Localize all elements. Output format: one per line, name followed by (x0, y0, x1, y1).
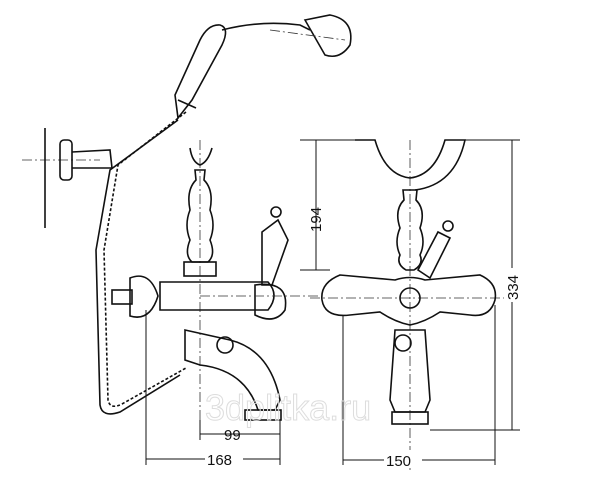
dimension-150: 150 (342, 305, 496, 470)
front-view: 194 334 150 (300, 139, 522, 470)
dimension-label-168: 168 (207, 452, 232, 469)
dimension-99: 99 (199, 420, 281, 465)
side-view: 99 168 (22, 14, 352, 469)
dimension-334: 334 (430, 139, 522, 431)
wall-bracket (22, 128, 113, 228)
dimension-label-334: 334 (505, 275, 522, 300)
watermark: 3dplitka.ru (205, 387, 371, 428)
hand-shower (174, 14, 352, 121)
dimension-label-150: 150 (386, 453, 411, 470)
dimension-label-99: 99 (224, 427, 241, 444)
dimension-194: 194 (300, 139, 360, 271)
shower-hose (95, 111, 187, 415)
mixer-body-side (111, 140, 320, 421)
dimension-168: 168 (145, 310, 280, 469)
dimension-label-194: 194 (308, 207, 325, 232)
